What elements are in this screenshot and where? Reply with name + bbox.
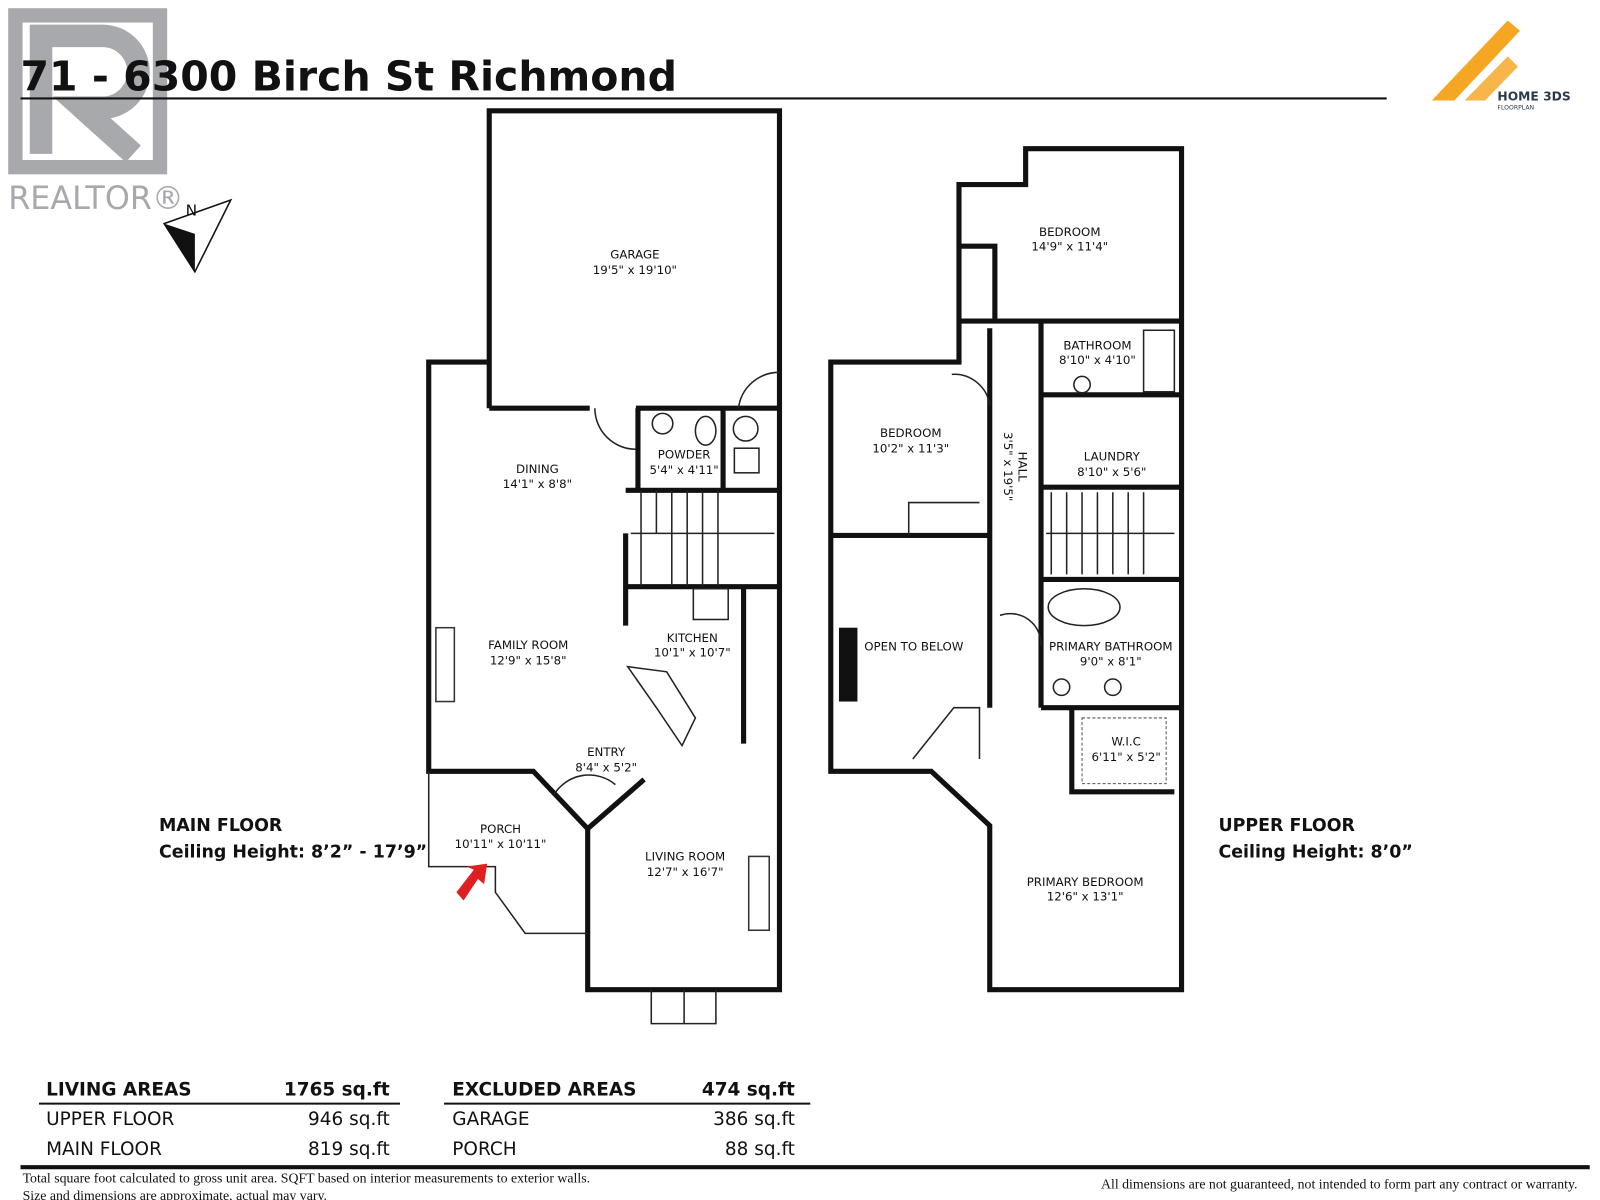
room-wic-dims: 6'11" x 5'2" <box>1092 750 1161 764</box>
room-entry-name: ENTRY <box>587 745 626 759</box>
room-wic-name: W.I.C <box>1111 735 1140 749</box>
footer-note-2: Size and dimensions are approximate, act… <box>23 1188 327 1200</box>
room-primary-bed-dims: 12'6" x 13'1" <box>1047 890 1124 904</box>
room-laundry-name: LAUNDRY <box>1084 450 1141 464</box>
main-floor-plan <box>426 108 783 1025</box>
room-garage-dims: 19'5" x 19'10" <box>593 263 677 277</box>
footer-note-1: Total square foot calculated to gross un… <box>23 1171 591 1186</box>
main-floor-ceiling: Ceiling Height: 8’2” - 17’9” <box>159 842 427 862</box>
room-powder-name: POWDER <box>658 447 711 461</box>
living-areas-header: LIVING AREAS <box>46 1079 191 1100</box>
excluded-areas-total: 474 sq.ft <box>702 1079 795 1100</box>
room-bedroom2-name: BEDROOM <box>880 426 942 440</box>
entrance-arrow-icon <box>456 863 488 901</box>
room-bedroom1-name: BEDROOM <box>1039 225 1101 239</box>
room-open-to-below: OPEN TO BELOW <box>864 639 964 653</box>
upper-floor-area-label: UPPER FLOOR <box>46 1109 174 1130</box>
upper-floor-room-labels: BEDROOM 14'9" x 11'4" BATHROOM 8'10" x 4… <box>864 225 1172 904</box>
upper-floor-label: UPPER FLOOR <box>1218 816 1355 836</box>
north-compass-icon: N <box>162 198 233 274</box>
room-bathroom-dims: 8'10" x 4'10" <box>1059 353 1136 367</box>
room-family-name: FAMILY ROOM <box>488 638 568 652</box>
room-hall-dims: 3'5" x 19'5" <box>1001 432 1015 501</box>
main-floor-room-labels: GARAGE 19'5" x 19'10" DINING 14'1" x 8'8… <box>455 247 731 878</box>
room-entry-dims: 8'4" x 5'2" <box>575 760 637 774</box>
room-dining-name: DINING <box>516 462 559 476</box>
garage-area-label: GARAGE <box>452 1109 529 1130</box>
brand-name: HOME 3DS <box>1497 90 1570 104</box>
main-floor-area-value: 819 sq.ft <box>308 1139 390 1160</box>
porch-area-label: PORCH <box>452 1139 516 1160</box>
realtor-logo: REALTOR® <box>8 8 184 217</box>
porch-area-value: 88 sq.ft <box>725 1139 795 1160</box>
room-family-dims: 12'9" x 15'8" <box>490 654 567 668</box>
compass-north-label: N <box>186 201 198 219</box>
room-bathroom-name: BATHROOM <box>1063 339 1131 353</box>
upper-floor-ceiling: Ceiling Height: 8’0” <box>1218 842 1412 862</box>
upper-floor-plan <box>828 146 1185 993</box>
room-kitchen-name: KITCHEN <box>667 631 718 645</box>
excluded-areas-header: EXCLUDED AREAS <box>452 1079 636 1100</box>
home3ds-logo: HOME 3DS FLOORPLAN <box>1431 20 1571 112</box>
room-porch-name: PORCH <box>480 822 521 836</box>
room-kitchen-dims: 10'1" x 10'7" <box>654 645 731 659</box>
room-porch-dims: 10'11" x 10'11" <box>455 837 547 851</box>
garage-area-value: 386 sq.ft <box>713 1109 795 1130</box>
room-living-dims: 12'7" x 16'7" <box>647 865 724 879</box>
room-powder-dims: 5'4" x 4'11" <box>649 463 718 477</box>
upper-floor-area-value: 946 sq.ft <box>308 1109 390 1130</box>
main-floor-label: MAIN FLOOR <box>159 816 283 836</box>
room-primary-bed-name: PRIMARY BEDROOM <box>1027 875 1144 889</box>
room-garage-name: GARAGE <box>610 247 659 261</box>
main-floor-area-label: MAIN FLOOR <box>46 1139 162 1160</box>
room-hall-name: HALL <box>1015 452 1029 482</box>
room-dining-dims: 14'1" x 8'8" <box>503 477 572 491</box>
room-primary-bath-dims: 9'0" x 8'1" <box>1080 655 1142 669</box>
page-title: 71 - 6300 Birch St Richmond <box>21 52 677 100</box>
footer-disclaimer: All dimensions are not guaranteed, not i… <box>1101 1177 1577 1192</box>
room-bedroom2-dims: 10'2" x 11'3" <box>872 441 949 455</box>
room-bedroom1-dims: 14'9" x 11'4" <box>1031 239 1108 253</box>
living-areas-total: 1765 sq.ft <box>284 1079 390 1100</box>
room-primary-bath-name: PRIMARY BATHROOM <box>1049 639 1173 653</box>
brand-sub: FLOORPLAN <box>1497 105 1534 112</box>
room-laundry-dims: 8'10" x 5'6" <box>1077 465 1146 479</box>
area-summary-table: LIVING AREAS 1765 sq.ft UPPER FLOOR 946 … <box>38 1079 811 1160</box>
room-living-name: LIVING ROOM <box>645 850 725 864</box>
realtor-wordmark: REALTOR® <box>8 180 184 217</box>
